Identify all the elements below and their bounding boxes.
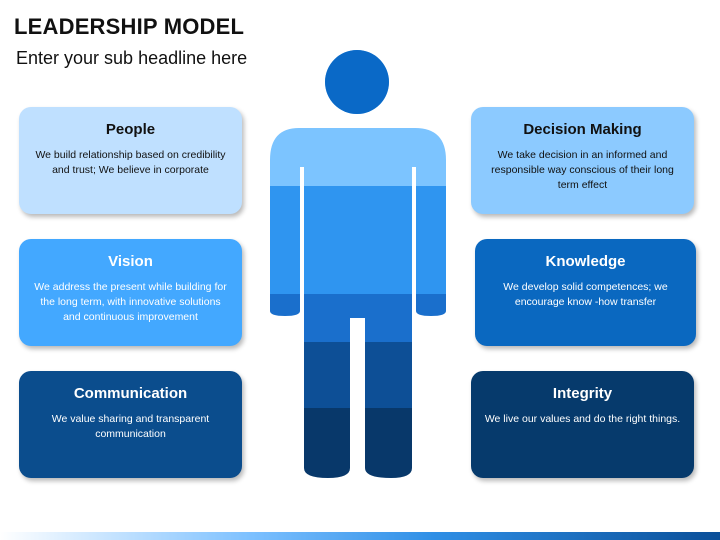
card-heading: Communication [73, 385, 188, 402]
slide-title: LEADERSHIP MODEL [14, 14, 245, 39]
card-text: We address the present while building fo… [34, 281, 227, 323]
knowledge-card: Knowledge We develop solid competences; … [475, 239, 696, 346]
card-text: We build relationship based on credibili… [35, 149, 226, 176]
figure-band-feet [270, 408, 446, 478]
card-heading: Vision [108, 253, 153, 270]
figure-head [325, 50, 389, 114]
card-heading: People [105, 121, 156, 138]
people-card: People We build relationship based on cr… [19, 107, 242, 214]
card-heading: Integrity [552, 385, 613, 402]
card-text: We take decision in an informed and resp… [491, 149, 674, 191]
slide-subtitle: Enter your sub headline here [16, 48, 248, 68]
vision-card: Vision We address the present while buil… [19, 239, 242, 346]
figure-band-torso [270, 186, 446, 294]
footer-gradient-bar [0, 532, 720, 540]
card-heading: Decision Making [523, 121, 642, 138]
card-text: We live our values and do the right thin… [484, 413, 681, 425]
card-heading: Knowledge [545, 253, 626, 270]
communication-card: Communication We value sharing and trans… [19, 371, 242, 478]
figure-band-hips [270, 294, 446, 342]
card-text: We develop solid competences; we encoura… [503, 281, 668, 308]
figure-band-knees [270, 342, 446, 408]
decision-making-card: Decision Making We take decision in an i… [471, 107, 694, 214]
card-text: We value sharing and transparent communi… [51, 413, 210, 440]
integrity-card: Integrity We live our values and do the … [471, 371, 694, 478]
